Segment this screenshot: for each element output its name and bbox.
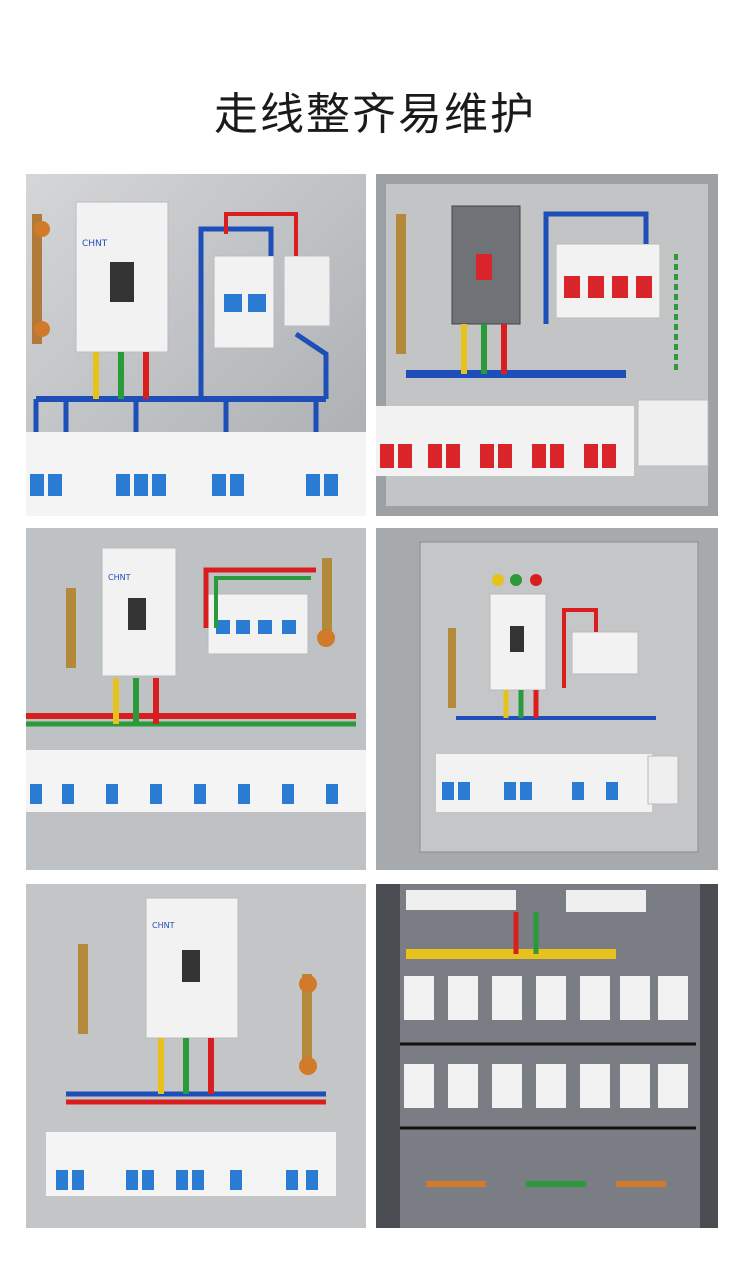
brand-label: CHNT <box>108 573 131 582</box>
panel-photo-5: CHNT <box>26 884 366 1228</box>
page-title: 走线整齐易维护 <box>214 89 536 140</box>
brand-label: CHNT <box>152 921 175 930</box>
panel-photo-3: CHNT <box>26 528 366 870</box>
panel-photo-6 <box>376 884 718 1228</box>
panel-photo-4 <box>376 528 718 870</box>
panel-photo-1: CHNT <box>26 174 366 516</box>
brand-label: CHNT <box>82 239 108 249</box>
panel-photo-2 <box>376 174 718 516</box>
